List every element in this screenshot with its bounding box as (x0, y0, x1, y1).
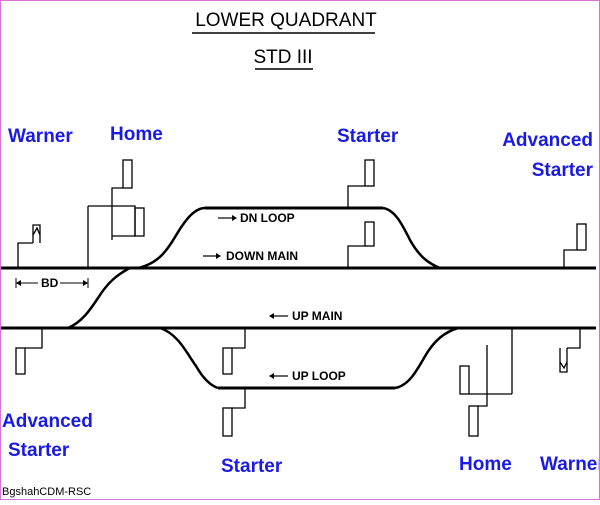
label-starter-top: Starter (337, 126, 399, 147)
turnout-dn-loop-right (382, 206, 441, 270)
signal-advanced-starter-left (15, 328, 43, 375)
crossover (67, 266, 131, 330)
up-loop-label-group: UP LOOP (269, 369, 346, 383)
label-warner-right: Warner (540, 454, 600, 475)
track-label-down-main: DOWN MAIN (226, 249, 298, 263)
label-advanced-right-line1: Advanced (502, 130, 593, 151)
track-label-dn-loop: DN LOOP (240, 211, 295, 225)
signal-warner-right (559, 328, 581, 373)
signal-home-left (87, 159, 145, 268)
label-advanced-left-line2: Starter (8, 440, 70, 461)
track-label-up-loop: UP LOOP (292, 369, 346, 383)
track-label-bd: BD (41, 276, 59, 290)
dn-loop-label-group: DN LOOP (218, 211, 295, 225)
label-starter-bottom: Starter (221, 456, 283, 477)
signal-starter-top-loop (347, 159, 375, 208)
label-warner-left: Warner (8, 126, 73, 147)
diagram-title: LOWER QUADRANT (195, 10, 377, 31)
track-label-up-main: UP MAIN (292, 309, 342, 323)
signal-home-right (459, 328, 513, 437)
label-advanced-left-line1: Advanced (2, 411, 93, 432)
turnout-up-loop-left (159, 326, 219, 390)
bd-dimension: BD (15, 276, 89, 290)
credit-text: BgshahCDM-RSC (2, 486, 91, 498)
label-home-right: Home (459, 454, 512, 475)
label-home-left: Home (110, 124, 163, 145)
diagram-subtitle: STD III (253, 47, 312, 68)
down-main-label-group: DOWN MAIN (203, 249, 298, 263)
signal-starter-top-main (347, 221, 375, 268)
signal-starter-bottom-main (222, 328, 246, 375)
turnout-dn-loop-left (137, 206, 206, 270)
turnout-up-loop-right (394, 326, 459, 390)
signal-warner-left (17, 224, 41, 268)
label-advanced-right-line2: Starter (532, 160, 594, 181)
signal-starter-bottom-loop (222, 388, 246, 437)
up-main-label-group: UP MAIN (269, 309, 342, 323)
signal-advanced-starter-right (563, 223, 587, 268)
